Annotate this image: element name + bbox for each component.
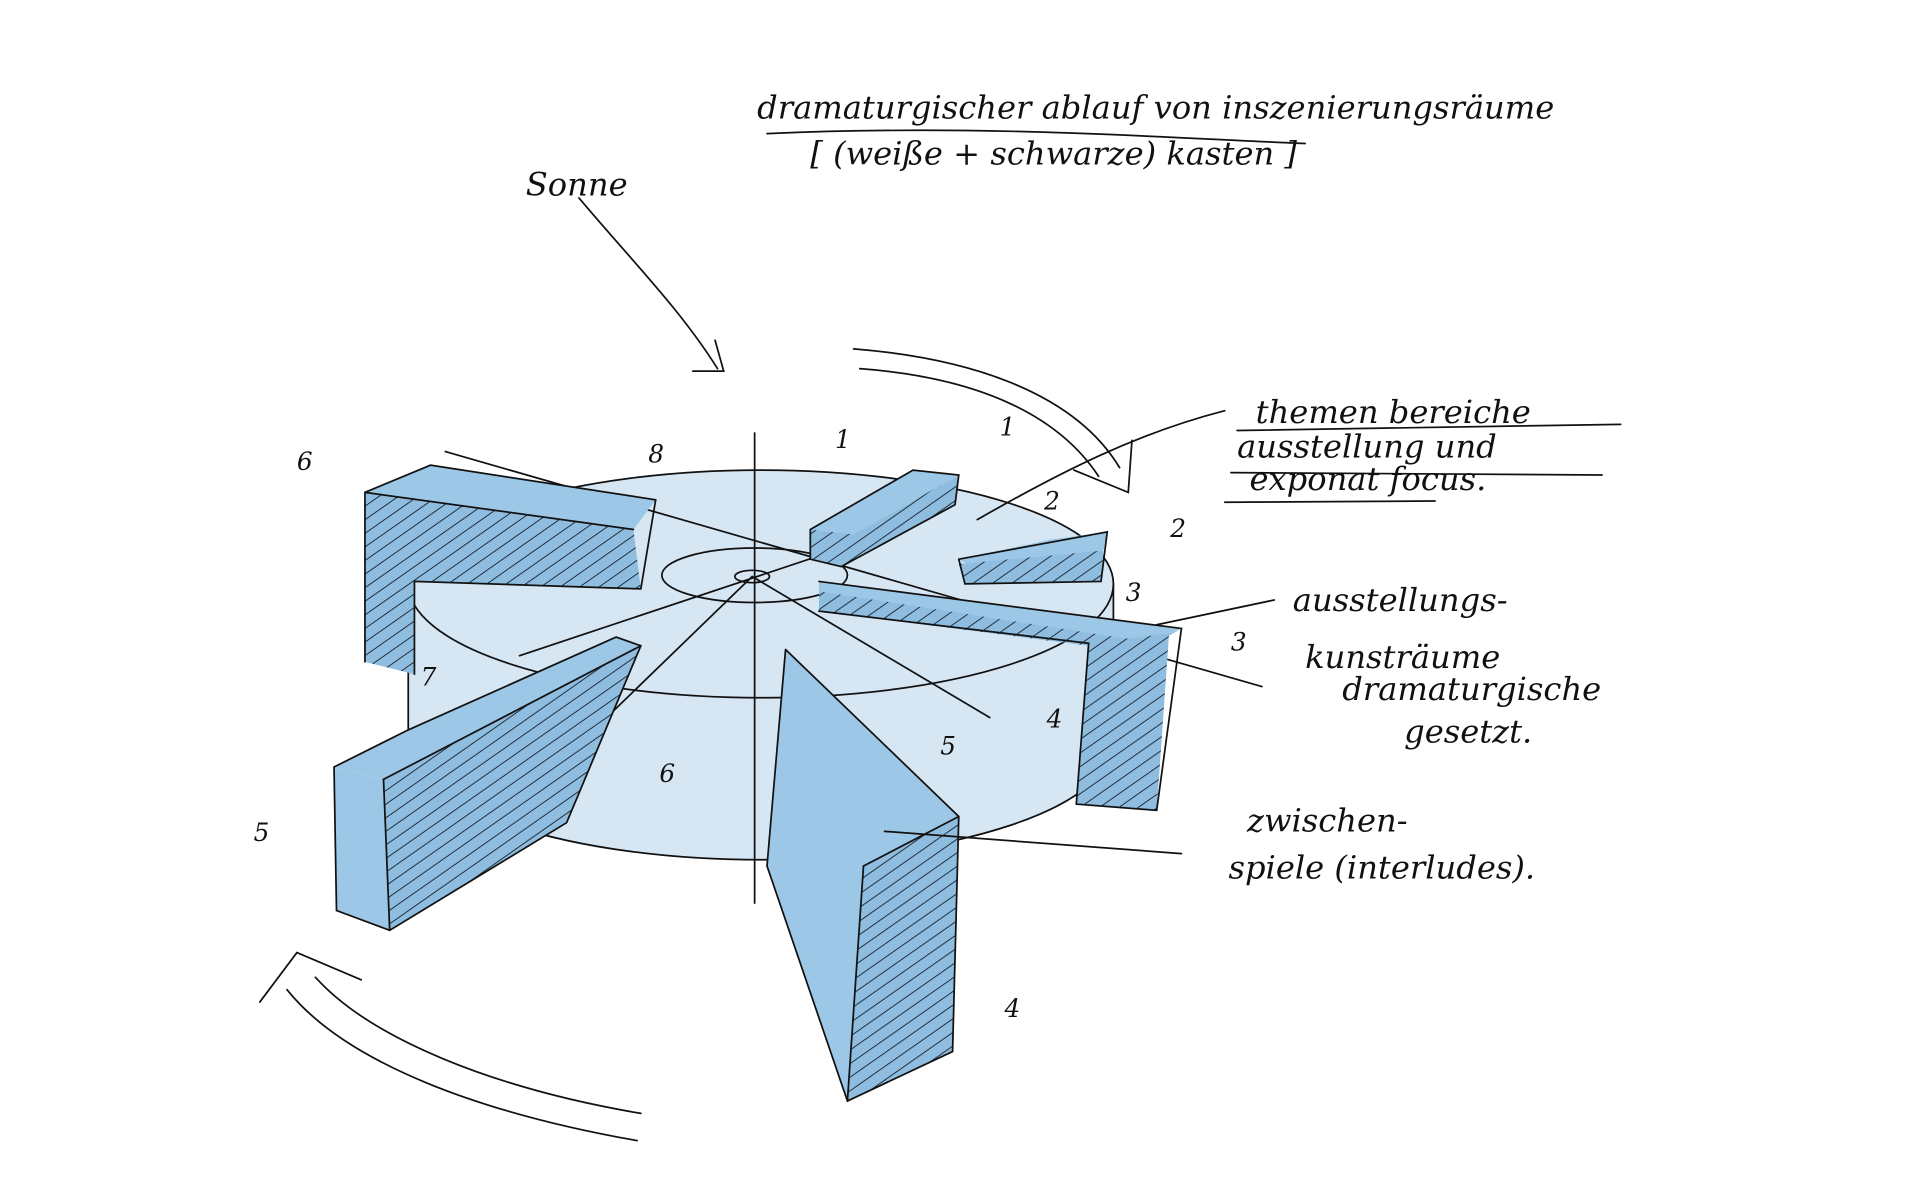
annotation-line: themen bereiche — [1256, 393, 1531, 431]
rotation-arrow-top — [852, 348, 1133, 494]
number-label: 6 — [659, 759, 675, 788]
number-label: 1 — [835, 425, 851, 454]
annotation-line: gesetzt. — [1404, 712, 1532, 750]
number-label: 1 — [1000, 412, 1016, 441]
blade-1 — [809, 469, 960, 568]
annotation-line: dramaturgische — [1342, 670, 1601, 708]
title-line-2: [ (weiße + schwarze) kasten ] — [810, 135, 1297, 173]
sun-label: Sonne — [526, 165, 628, 203]
annotation-line: ausstellung und — [1237, 428, 1497, 466]
number-label: 2 — [1043, 487, 1060, 516]
annotation-line: exponat focus. — [1249, 460, 1486, 498]
blade-3 — [818, 580, 1183, 812]
number-label: 7 — [421, 662, 437, 691]
blade-2 — [957, 530, 1109, 585]
number-label: 4 — [1004, 994, 1021, 1023]
annotation-line: kunsträume — [1305, 638, 1500, 676]
number-label: 8 — [648, 440, 664, 469]
number-label: 3 — [1231, 628, 1247, 657]
blade-5 — [333, 636, 642, 932]
annotation-line: zwischen- — [1246, 801, 1408, 839]
number-label: 5 — [254, 818, 270, 847]
annotation-line: ausstellungs- — [1293, 581, 1508, 619]
annotation-line: spiele (interludes). — [1228, 848, 1535, 886]
title-line-1: dramaturgischer ablauf von inszenierungs… — [757, 89, 1554, 127]
number-label: 2 — [1169, 514, 1186, 543]
rotation-arrow-bottom — [258, 951, 642, 1142]
blade-4 — [766, 648, 960, 1103]
number-label: 6 — [297, 447, 313, 476]
number-label: 4 — [1046, 704, 1063, 733]
annotation-themes: themen bereiche ausstellung und exponat … — [976, 393, 1622, 521]
title-underline — [766, 129, 1307, 145]
annotation-interludes: zwischen- spiele (interludes). — [883, 801, 1535, 886]
annotation-exhibition: ausstellungs- kunsträume dramaturgische … — [1155, 581, 1601, 750]
number-label: 3 — [1126, 578, 1142, 607]
sun-arrow — [578, 197, 725, 372]
number-label: 5 — [940, 732, 956, 761]
blade-8 — [364, 464, 657, 676]
